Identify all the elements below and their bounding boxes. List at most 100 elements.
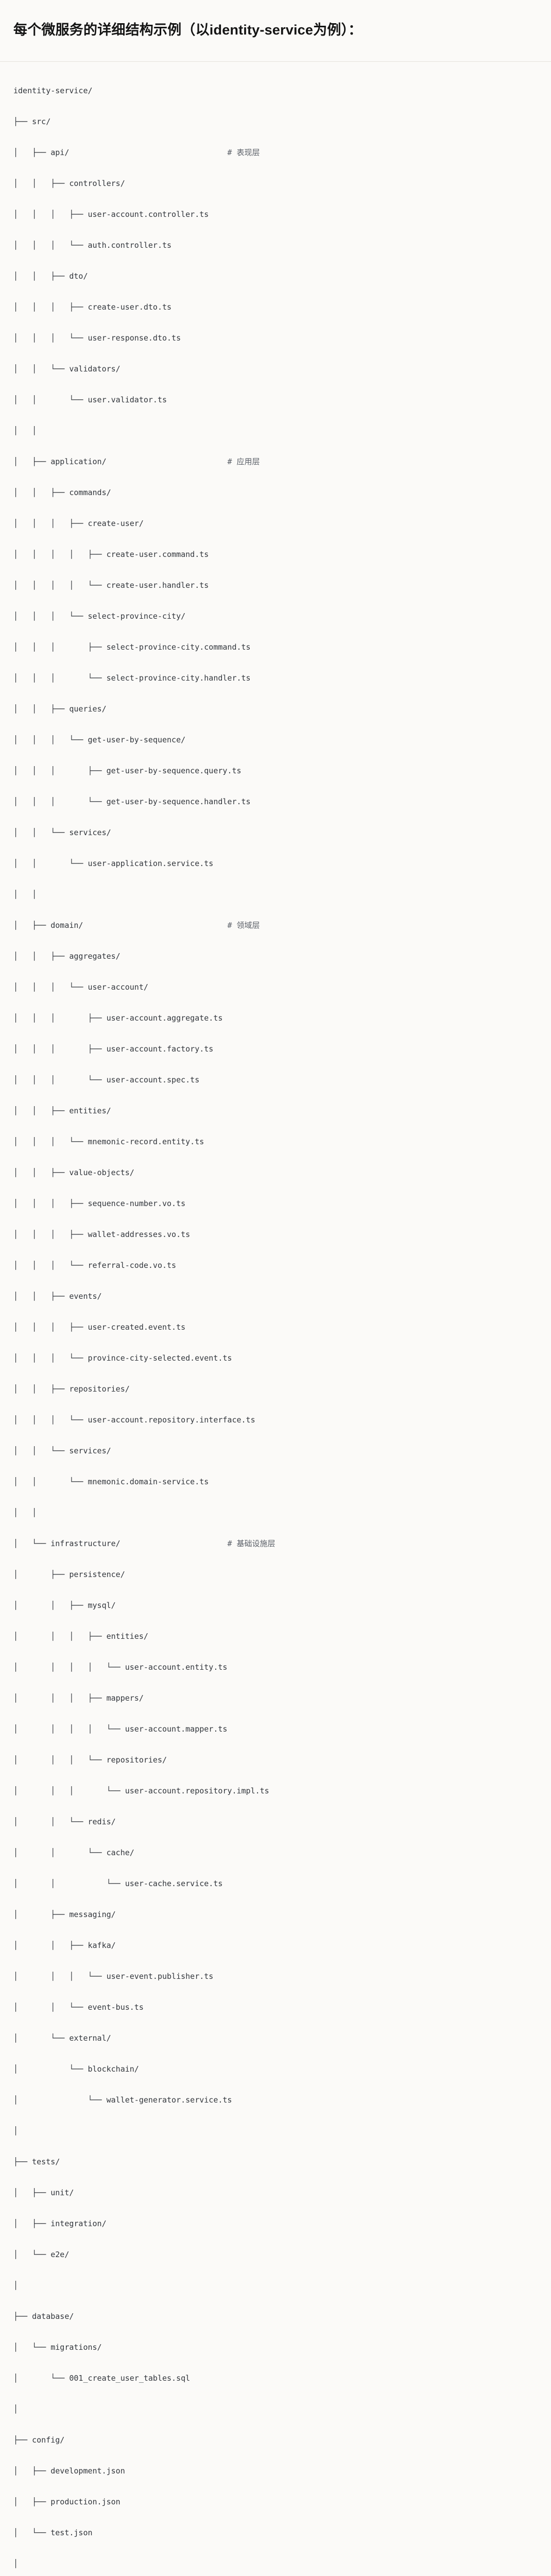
tree-line: │ │ │ └── user-account.repository.interf…	[13, 1412, 546, 1428]
tree-line-path: │ └── infrastructure/	[13, 1538, 120, 1548]
tree-line-path: │ │ ├── commands/	[13, 487, 111, 497]
tree-line-path: │ │ │ │ └── user-account.entity.ts	[13, 1662, 228, 1672]
tree-line-path: │ └── migrations/	[13, 2342, 102, 2352]
tree-line: │ │ ├── value-objects/	[13, 1165, 546, 1180]
tree-line-path: │ │ │ ├── sequence-number.vo.ts	[13, 1198, 186, 1208]
tree-line-path: │ │ ├── repositories/	[13, 1384, 130, 1394]
tree-line: │ │ │ ├── user-created.event.ts	[13, 1319, 546, 1335]
tree-line-path: │ ├── application/	[13, 456, 107, 466]
tree-line-comment: # 领域层	[227, 920, 260, 930]
tree-line-path: ├── database/	[13, 2311, 74, 2321]
tree-line: │ └── external/	[13, 2030, 546, 2046]
tree-line-path: │ │ │ └── mnemonic-record.entity.ts	[13, 1137, 204, 1146]
tree-line-path: │ └── wallet-generator.service.ts	[13, 2095, 232, 2105]
tree-line: │ │ │ │ └── create-user.handler.ts	[13, 578, 546, 593]
tree-line: │ ├── messaging/	[13, 1907, 546, 1922]
tree-line: │ │ ├── repositories/	[13, 1381, 546, 1397]
tree-line: │ └── test.json	[13, 2525, 546, 2540]
tree-line-path: │ ├── unit/	[13, 2188, 74, 2197]
tree-line-path: │ ├── domain/	[13, 920, 83, 930]
divider-top	[0, 61, 551, 62]
tree-line-path: │ │ │ └── user-account.spec.ts	[13, 1075, 200, 1084]
document-page: 每个微服务的详细结构示例（以identity-service为例）： ident…	[0, 9, 551, 2576]
tree-line: │ │ ├── mysql/	[13, 1598, 546, 1613]
tree-line-path: │ ├── messaging/	[13, 1909, 116, 1919]
tree-line-path: │	[13, 2404, 19, 2414]
tree-line: │ │ │ └── user-event.publisher.ts	[13, 1969, 546, 1984]
tree-line: │ │ ├── entities/	[13, 1103, 546, 1118]
tree-line: │ └── blockchain/	[13, 2061, 546, 2077]
tree-line: │ │ └── user-cache.service.ts	[13, 1876, 546, 1891]
tree-line-path: │ │ │ ├── get-user-by-sequence.query.ts	[13, 766, 242, 775]
tree-line-path: │ │ │ ├── mappers/	[13, 1693, 144, 1703]
tree-line-path: │	[13, 2126, 19, 2136]
tree-line: ├── src/	[13, 114, 546, 129]
tree-line: │ │ └── user-application.service.ts	[13, 856, 546, 871]
tree-line-path: │ └── 001_create_user_tables.sql	[13, 2373, 191, 2383]
tree-line-path: │ ├── production.json	[13, 2497, 120, 2506]
tree-line-path: │ │ └── cache/	[13, 1848, 134, 1857]
tree-line: │ │ ├── aggregates/	[13, 948, 546, 964]
tree-line-path: ├── tests/	[13, 2157, 60, 2166]
tree-line: │ │ │ ├── user-account.aggregate.ts	[13, 1010, 546, 1026]
tree-line: │ │ └── cache/	[13, 1845, 546, 1860]
tree-line: │ │ │ ├── user-account.factory.ts	[13, 1041, 546, 1057]
tree-line-path: │ │ ├── mysql/	[13, 1600, 116, 1610]
directory-tree-codeblock: identity-service/ ├── src/ │ ├── api/ # …	[0, 69, 551, 2576]
tree-line-path: ├── src/	[13, 116, 51, 126]
tree-line: │ ├── domain/ # 领域层	[13, 918, 546, 933]
tree-line: │ │ │ └── user-account/	[13, 979, 546, 995]
tree-line: │ │ └── redis/	[13, 1814, 546, 1829]
tree-line: │ └── wallet-generator.service.ts	[13, 2092, 546, 2108]
tree-line-path: │ │ ├── value-objects/	[13, 1167, 134, 1177]
tree-line: │ │ │ ├── select-province-city.command.t…	[13, 639, 546, 655]
tree-line: │ │ │ └── user-account.spec.ts	[13, 1072, 546, 1088]
tree-line: │ │ │ │ ├── create-user.command.ts	[13, 547, 546, 562]
tree-line-path: │ │ │ └── user-response.dto.ts	[13, 333, 181, 343]
tree-line: │ ├── persistence/	[13, 1567, 546, 1582]
tree-line: │ │ │ └── select-province-city.handler.t…	[13, 670, 546, 686]
tree-line-gap	[120, 1539, 228, 1548]
tree-line: │ │ ├── events/	[13, 1289, 546, 1304]
tree-line: │ └── infrastructure/ # 基础设施层	[13, 1536, 546, 1551]
tree-line-path: │ │ └── validators/	[13, 364, 120, 374]
tree-line-path: │ │ ├── entities/	[13, 1106, 111, 1115]
tree-line-path: │ │ │ └── referral-code.vo.ts	[13, 1260, 177, 1270]
tree-line: │ │ │ └── referral-code.vo.ts	[13, 1258, 546, 1273]
tree-line-path: ├── config/	[13, 2435, 65, 2445]
tree-line: │ │ ├── queries/	[13, 701, 546, 717]
tree-line-path: │ │ └── redis/	[13, 1817, 116, 1826]
tree-line: ├── database/	[13, 2309, 546, 2324]
tree-line: │ │ │ └── mnemonic-record.entity.ts	[13, 1134, 546, 1149]
tree-line: │ ├── integration/	[13, 2216, 546, 2231]
tree-line: │	[13, 2556, 546, 2571]
tree-line: │ ├── api/ # 表现层	[13, 145, 546, 160]
tree-line-path: │	[13, 2558, 19, 2568]
tree-line: │ │ └── event-bus.ts	[13, 1999, 546, 2015]
tree-line-path: │ │ │ └── select-province-city.handler.t…	[13, 673, 251, 683]
tree-line-path: │ │ ├── controllers/	[13, 178, 125, 188]
tree-line: │ │ └── services/	[13, 825, 546, 840]
tree-line: │ │ │ └── repositories/	[13, 1752, 546, 1768]
tree-line-path: │ │ │ ├── user-account.factory.ts	[13, 1044, 214, 1054]
tree-line: │	[13, 2123, 546, 2139]
tree-line-path: │ └── blockchain/	[13, 2064, 139, 2074]
tree-line: │ ├── production.json	[13, 2494, 546, 2510]
tree-line-path: │ │ │ └── user-account/	[13, 982, 148, 992]
tree-line-path: │ │ └── services/	[13, 1446, 111, 1455]
tree-line: │ │ │ ├── entities/	[13, 1629, 546, 1644]
tree-line: │ │	[13, 887, 546, 902]
tree-line-path: │ │ │ └── user-account.repository.interf…	[13, 1415, 255, 1425]
page-title: 每个微服务的详细结构示例（以identity-service为例）：	[13, 22, 363, 38]
tree-line-path: │ │	[13, 889, 37, 899]
tree-line: │ │ │ └── auth.controller.ts	[13, 238, 546, 253]
tree-line-path: │ │ │ ├── select-province-city.command.t…	[13, 642, 251, 652]
tree-line: │ │ │ └── user-account.repository.impl.t…	[13, 1783, 546, 1799]
tree-line-path: │ │ │ │ ├── create-user.command.ts	[13, 549, 209, 559]
tree-line-comment: # 表现层	[227, 147, 260, 157]
tree-line: │	[13, 2401, 546, 2417]
tree-line-path: │ ├── api/	[13, 147, 70, 157]
tree-line: │ │ ├── dto/	[13, 268, 546, 284]
tree-line: │ │ │ └── get-user-by-sequence/	[13, 732, 546, 748]
tree-line-path: │ │ │ │ └── user-account.mapper.ts	[13, 1724, 228, 1734]
